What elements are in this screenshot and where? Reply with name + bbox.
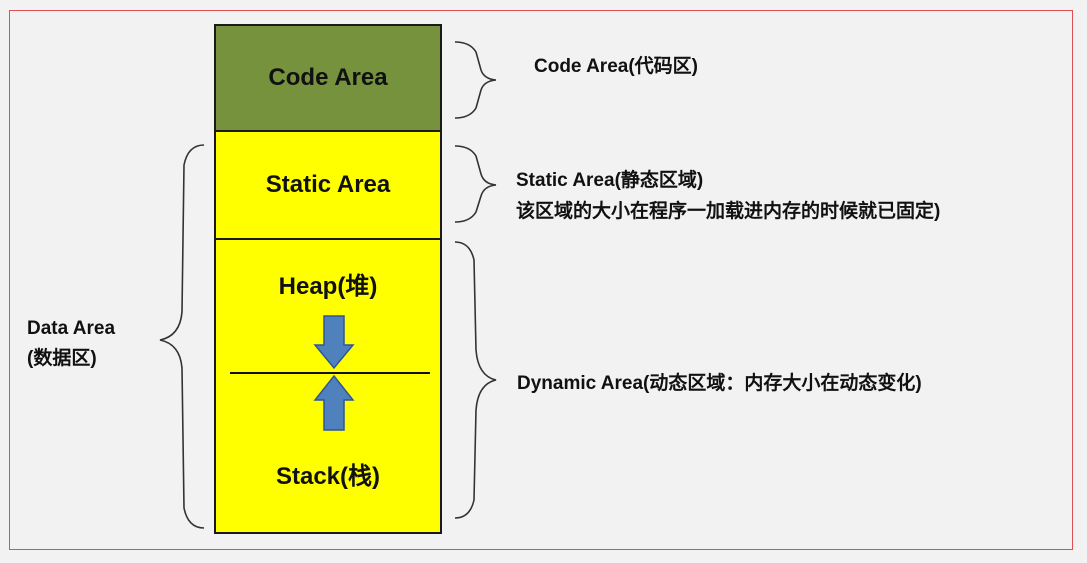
- static-area-brace-icon: [454, 145, 497, 223]
- static-area-annotation: Static Area(静态区域) 该区域的大小在程序一加载进内存的时候就已固定…: [516, 165, 940, 223]
- dynamic-area-annotation: Dynamic Area(动态区域：内存大小在动态变化): [517, 373, 922, 394]
- code-area-brace-icon: [454, 41, 497, 119]
- data-area-annotation-line1: Data Area: [27, 318, 116, 339]
- heap-label: Heap(堆): [278, 273, 378, 300]
- data-area-brace-icon: [159, 144, 205, 529]
- static-area-annotation-title: Static Area(静态区域): [516, 170, 704, 191]
- heap-stack-divider: [230, 372, 430, 374]
- stack-label: Stack(栈): [275, 463, 381, 490]
- data-area-annotation-line2: (数据区): [27, 348, 97, 369]
- data-area-annotation: Data Area (数据区): [27, 314, 115, 374]
- code-area-annotation: Code Area(代码区): [534, 56, 698, 77]
- dynamic-area-brace-icon: [454, 241, 497, 519]
- code-area-label: Code Area: [268, 64, 388, 91]
- diagram-frame: [9, 10, 1073, 550]
- static-area-label: Static Area: [265, 171, 391, 198]
- static-area-annotation-desc: 该区域的大小在程序一加载进内存的时候就已固定): [516, 201, 941, 222]
- heap-down-arrow-icon: [313, 315, 355, 370]
- stack-up-arrow-icon: [313, 374, 355, 431]
